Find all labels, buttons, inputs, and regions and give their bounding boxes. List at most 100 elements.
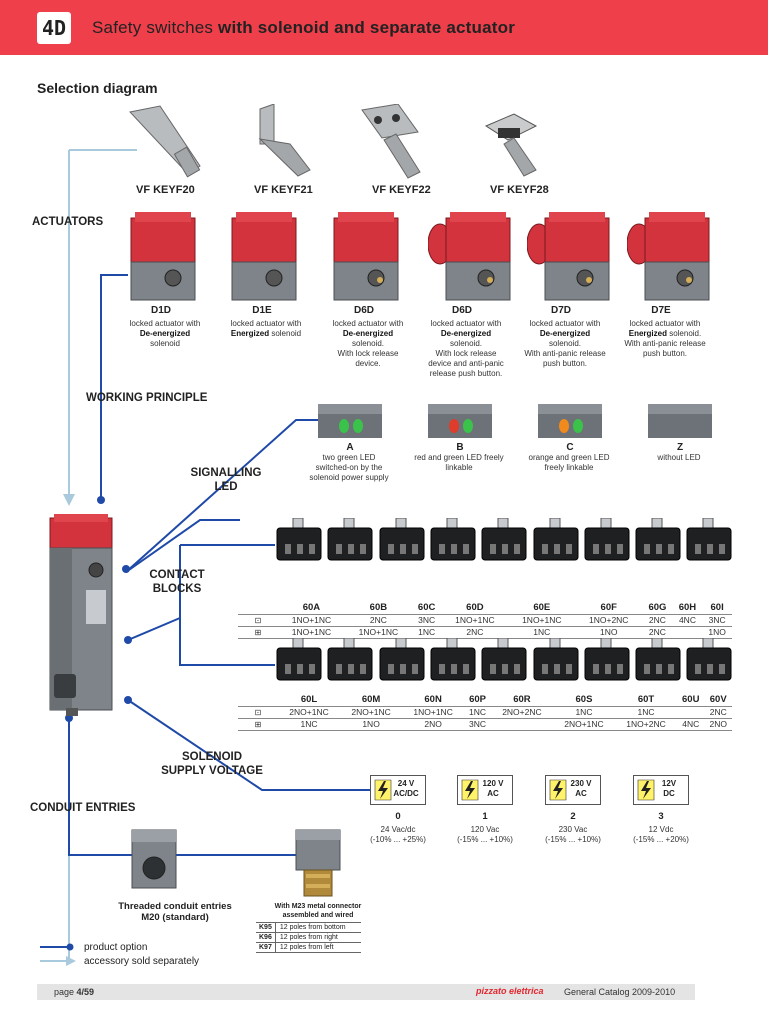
blank-cell: [238, 694, 278, 706]
working-principle-desc-line: With lock release: [337, 349, 399, 358]
contact-block-image: [430, 518, 476, 561]
contact-block-code: 60P: [469, 694, 486, 706]
working-principle-desc-line: De-energized: [539, 329, 591, 338]
contact-config-cell: 1NC: [411, 626, 442, 639]
footer-bar: [37, 984, 695, 1000]
contact-block-image: [533, 518, 578, 561]
selection-diagram-title: Selection diagram: [37, 80, 158, 96]
k-code: K96: [256, 932, 276, 943]
contact-blocks-line-b: [127, 617, 181, 641]
contact-block-image: [276, 518, 322, 561]
contact-config-cell: 4NC: [677, 718, 705, 731]
signalling-desc-line: switched-on by the: [315, 463, 383, 472]
section-badge: 4D: [37, 12, 71, 44]
contact-blocks-label: CONTACT BLOCKS: [143, 568, 211, 596]
contact-symbol-top-icon: ⊡: [238, 705, 278, 719]
contact-config-cell: 2NC: [642, 613, 673, 627]
working-principle-desc-line: locked actuator with: [529, 319, 601, 328]
switch-unit-image: [231, 212, 297, 301]
contact-block-code: 60H: [678, 602, 697, 614]
voltage-desc-2: (-15% ... +20%): [633, 835, 689, 844]
contact-block-image: [635, 518, 681, 561]
contact-config-cell: [490, 718, 553, 731]
contact-blocks-label-1: CONTACT: [149, 569, 205, 581]
voltage-line-2: AC/DC: [393, 789, 419, 798]
m23-2: assembled and wired: [282, 912, 354, 919]
working-principle-desc-line: release push button.: [429, 369, 503, 378]
led-panel-image: [318, 404, 382, 438]
key-icon-21: [258, 104, 311, 177]
lightning-bolt-icon: [549, 779, 567, 801]
conduit-line: [68, 718, 132, 856]
led-panel-image: [428, 404, 492, 438]
lightning-bolt-icon: [461, 779, 479, 801]
signalling-code: A: [346, 442, 354, 453]
contact-block-code: 60R: [513, 694, 531, 706]
contact-block-code: 60N: [424, 694, 442, 706]
contact-block-image: [430, 638, 476, 681]
contact-block-image: [686, 518, 732, 561]
lightning-bolt-icon: [637, 779, 655, 801]
contact-block-image: [533, 638, 578, 681]
actuator-code-3: VF KEYF28: [490, 184, 549, 196]
contact-config-cell: 1NC: [278, 718, 341, 731]
dot-sol: [124, 696, 132, 704]
contact-config-cell: 4NC: [672, 613, 703, 627]
contact-config-cell: 2NO: [704, 718, 732, 731]
voltage-code: 0: [395, 811, 401, 822]
contact-config-cell: 3NC: [464, 718, 491, 731]
solenoid-label: SOLENOID SUPPLY VOLTAGE: [152, 750, 272, 778]
signalling-line: [125, 419, 325, 573]
signalling-code: C: [566, 442, 574, 453]
signalling-label: SIGNALLING LED: [188, 466, 264, 494]
contact-block-code: 60M: [361, 694, 381, 706]
contact-symbol-top-icon: ⊡: [238, 613, 278, 627]
voltage-desc-1: 120 Vac: [470, 825, 500, 834]
contact-config-cell: 1NC: [614, 705, 678, 719]
contact-block-code: 60S: [575, 694, 593, 706]
page-title: Safety switches with solenoid and separa…: [92, 18, 515, 38]
switch-unit-image: [333, 212, 399, 301]
contact-block-code: 60L: [300, 694, 318, 706]
k-code: K97: [256, 942, 276, 953]
solenoid-label-1: SOLENOID: [181, 751, 243, 763]
signalling-label-2: LED: [214, 481, 238, 493]
contact-config-cell: 1NC: [508, 626, 576, 639]
signalling-desc-line: freely linkable: [544, 463, 594, 472]
contact-config-cell: 2NO+1NC: [340, 705, 403, 719]
signalling-code: B: [456, 442, 464, 453]
working-principle-desc-line: With anti-panic release: [524, 349, 606, 358]
signalling-desc-line: linkable: [445, 463, 473, 472]
contact-config-cell: 1NO+1NC: [508, 613, 576, 627]
contact-config-cell: [677, 705, 705, 719]
dot-wp: [97, 496, 105, 504]
contact-block-image: [635, 638, 681, 681]
signalling-desc-line: two green LED: [322, 453, 376, 462]
working-principle-desc-line: solenoid.: [351, 339, 385, 348]
contact-block-code: 60U: [682, 694, 700, 706]
footer-catalog: General Catalog 2009-2010: [564, 987, 676, 997]
contact-config-cell: 1NO: [575, 626, 643, 639]
contact-config-cell: 1NO+1NC: [441, 613, 509, 627]
working-principle-desc-line: device.: [355, 359, 381, 368]
threaded-conduit-image: [131, 829, 177, 889]
contact-symbol-bottom-icon: ⊞: [238, 718, 278, 731]
safety-switch-image: [49, 514, 113, 716]
actuators-label: ACTUATORS: [32, 216, 104, 228]
signalling-code: Z: [676, 442, 684, 453]
